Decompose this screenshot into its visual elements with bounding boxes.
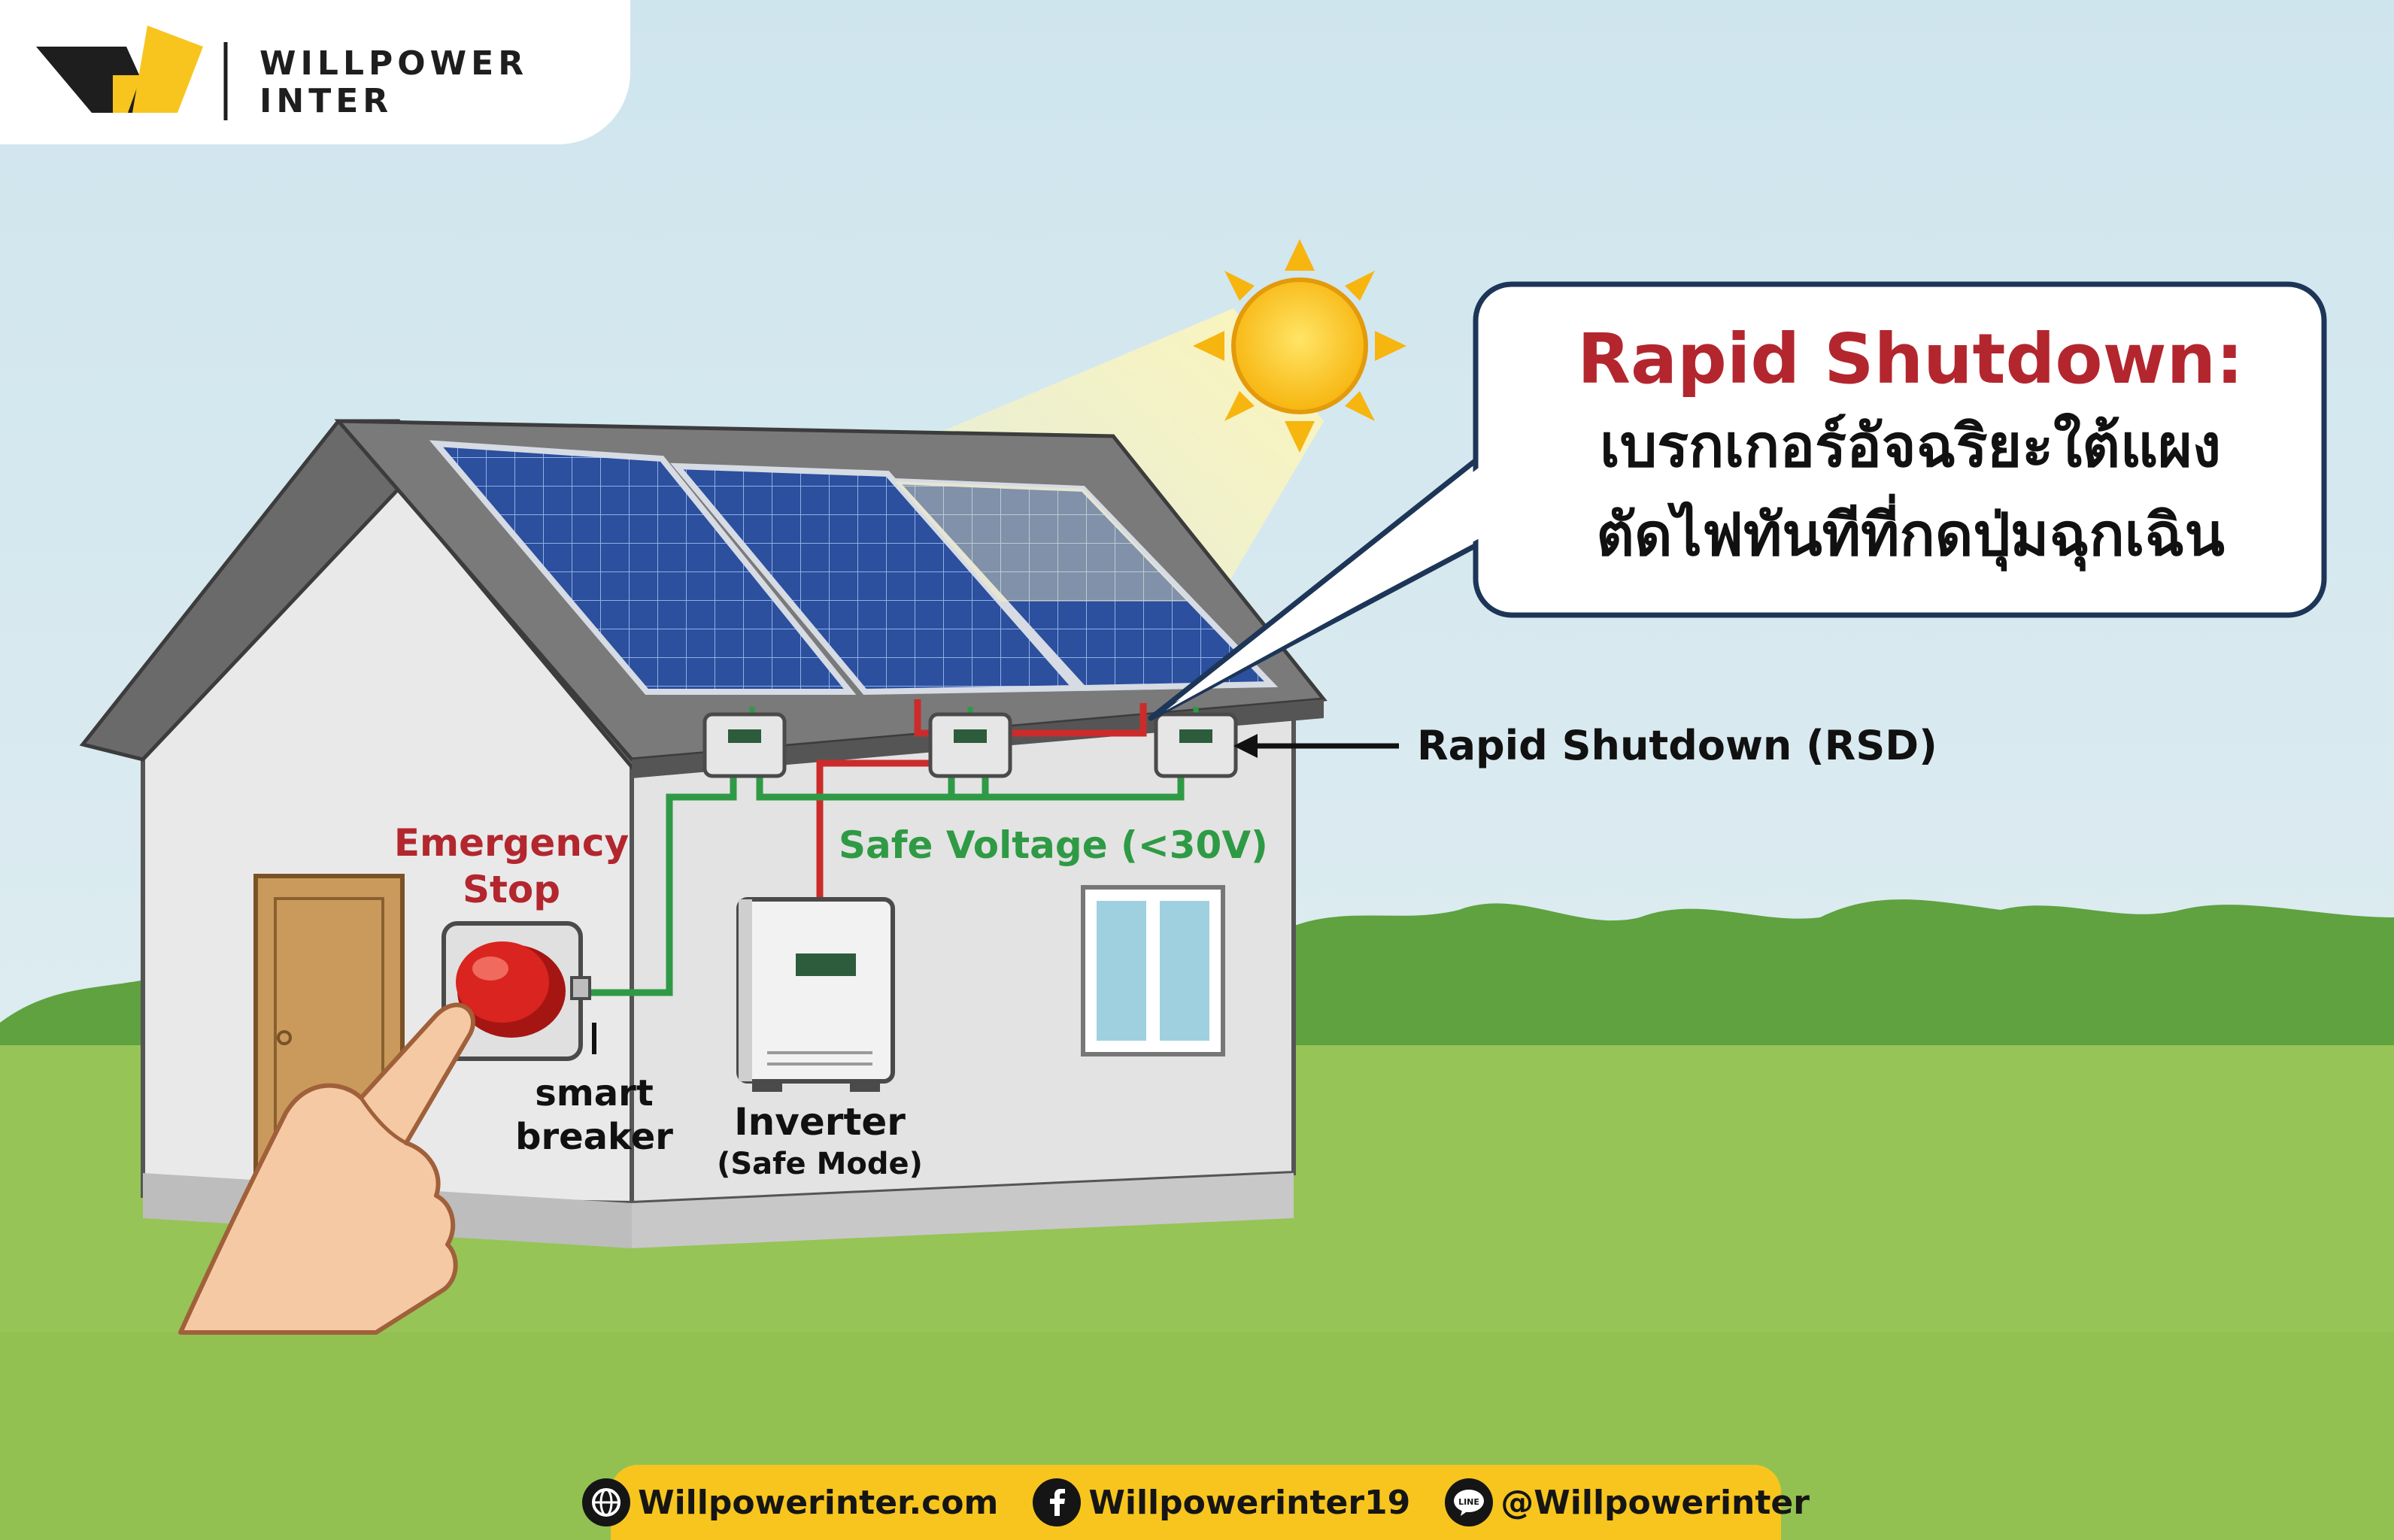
hand-icon — [178, 1002, 475, 1335]
website-contact[interactable]: Willpowerinter.com — [582, 1478, 998, 1526]
globe-icon — [582, 1478, 631, 1526]
contact-bar: Willpowerinter.com Willpowerinter19 LINE… — [582, 1465, 1810, 1540]
rsd-box-icon — [928, 712, 1012, 778]
emergency-stop-label: Emergency Stop — [376, 820, 647, 913]
smart-breaker-line2: breaker — [515, 1116, 673, 1158]
safe-voltage-wire-green — [587, 775, 1185, 996]
emergency-stop-line1: Emergency — [393, 821, 630, 865]
solar-panel-icon — [670, 462, 1082, 696]
facebook-icon — [1033, 1478, 1082, 1526]
solar-panel-icon — [429, 440, 857, 695]
facebook-text: Willpowerinter19 — [1088, 1483, 1411, 1522]
callout-line-2: ตัดไฟทันทีที่กดปุ่มฉุกเฉิน — [1596, 502, 2225, 569]
inverter-icon — [736, 897, 895, 1092]
window-icon — [1081, 885, 1225, 1056]
foundation-side — [632, 1173, 1294, 1248]
solar-panel-icon — [888, 477, 1279, 692]
line-icon: LINE — [1445, 1478, 1494, 1526]
inverter-line2: (Safe Mode) — [717, 1147, 923, 1181]
sun-icon — [1193, 239, 1406, 453]
brand-name-line2: INTER — [259, 82, 393, 120]
panel-glare — [895, 481, 1188, 602]
logo-mark-icon — [36, 26, 228, 120]
inverter-line1: Inverter — [734, 1100, 906, 1144]
rsd-box-icon — [1154, 712, 1238, 778]
brand-name-line1: WILLPOWER — [259, 44, 529, 83]
callout-text: Rapid Shutdown: เบรกเกอร์อัจฉริยะใต้แผง … — [1497, 316, 2324, 580]
facebook-contact[interactable]: Willpowerinter19 — [1033, 1478, 1410, 1526]
callout-line-1: เบรกเกอร์อัจฉริยะใต้แผง — [1600, 413, 2221, 480]
smart-breaker-line1: smart — [535, 1072, 654, 1114]
emergency-stop-line2: Stop — [462, 868, 561, 911]
website-text: Willpowerinter.com — [638, 1483, 999, 1522]
smart-breaker-label: smart breaker — [511, 1072, 677, 1159]
brand-name: WILLPOWER INTER — [259, 45, 528, 120]
emergency-button-icon — [441, 921, 591, 1061]
svg-text:LINE: LINE — [1458, 1497, 1479, 1507]
rsd-box-icon — [702, 712, 787, 778]
safe-voltage-label: Safe Voltage (<30V) — [839, 823, 1268, 867]
rsd-pointer-arrowhead — [1233, 734, 1258, 758]
callout-bubble — [1148, 281, 2327, 721]
rsd-label: Rapid Shutdown (RSD) — [1417, 722, 1937, 769]
inverter-label: Inverter (Safe Mode) — [715, 1099, 925, 1184]
line-contact[interactable]: LINE @Willpowerinter — [1445, 1478, 1810, 1526]
line-text: @Willpowerinter — [1500, 1483, 1810, 1522]
callout-title: Rapid Shutdown: — [1577, 319, 2244, 399]
